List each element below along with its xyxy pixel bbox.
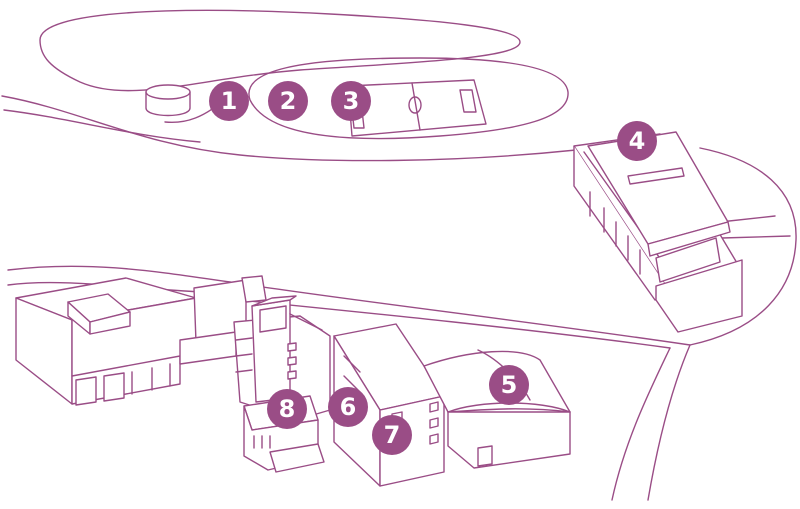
building-8 [233, 275, 331, 473]
building-left [15, 277, 247, 406]
map-marker-4[interactable]: 4 [617, 121, 657, 161]
round-building [145, 84, 191, 117]
building-6-7 [333, 323, 445, 487]
map-marker-2[interactable]: 2 [268, 81, 308, 121]
map-marker-3[interactable]: 3 [331, 81, 371, 121]
map-marker-8[interactable]: 8 [267, 389, 307, 429]
map-marker-6[interactable]: 6 [328, 387, 368, 427]
map-marker-1[interactable]: 1 [209, 81, 249, 121]
building-4 [573, 131, 743, 333]
map-marker-7[interactable]: 7 [372, 415, 412, 455]
map-marker-5[interactable]: 5 [489, 365, 529, 405]
